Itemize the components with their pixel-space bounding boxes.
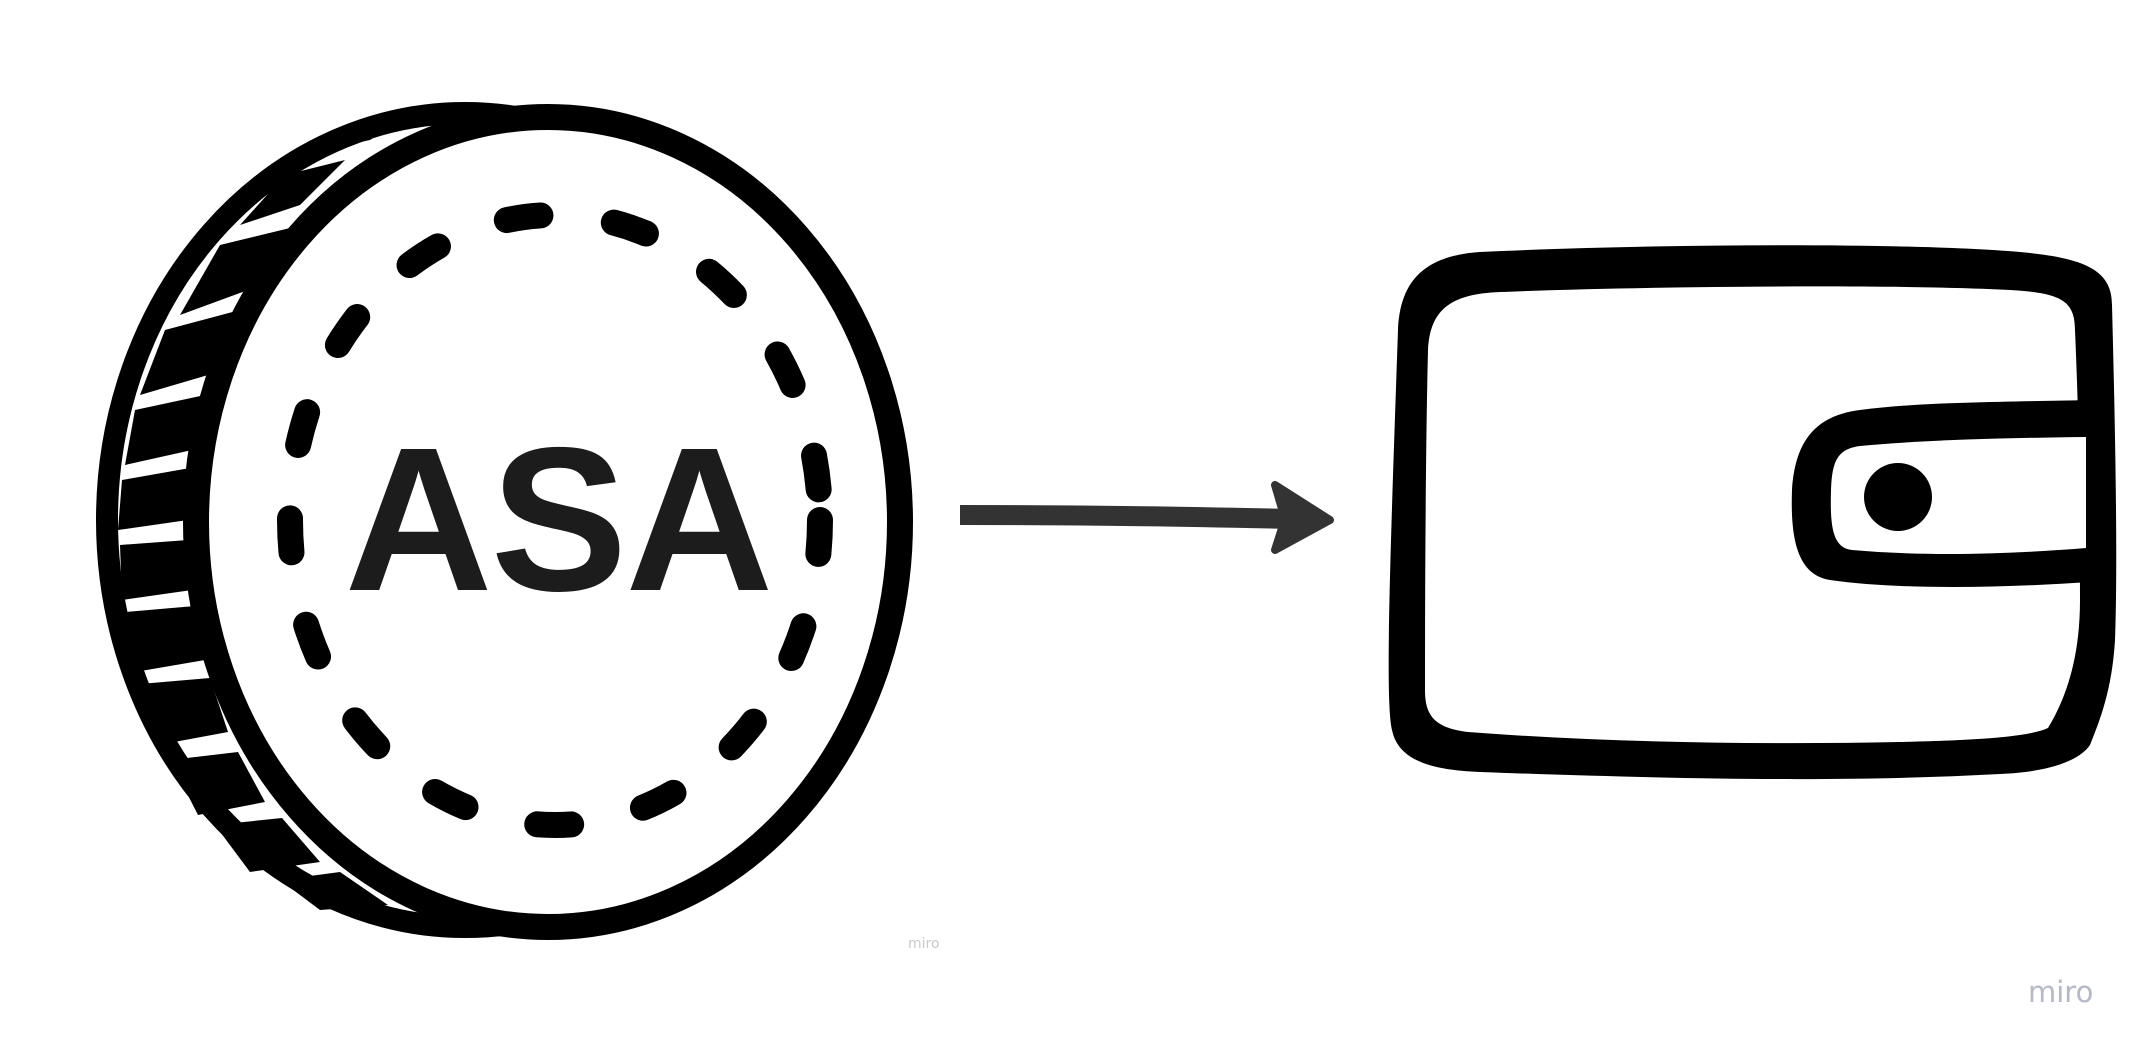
- coin-icon: ASA: [96, 102, 913, 940]
- arrow-shaft: [959, 505, 1296, 529]
- coin-label: ASA: [345, 405, 772, 634]
- wallet-icon: [1388, 245, 2117, 780]
- watermark-logo: miro: [2028, 975, 2093, 1009]
- arrow-head: [1271, 481, 1334, 554]
- arrow-right-icon: [959, 481, 1334, 554]
- coin-edge-ridges: [118, 112, 412, 910]
- watermark-small: miro: [908, 936, 940, 952]
- wallet-inner: [1425, 286, 2080, 744]
- wallet-snap-button: [1864, 463, 1932, 531]
- coin-dashed-ring: [277, 202, 833, 838]
